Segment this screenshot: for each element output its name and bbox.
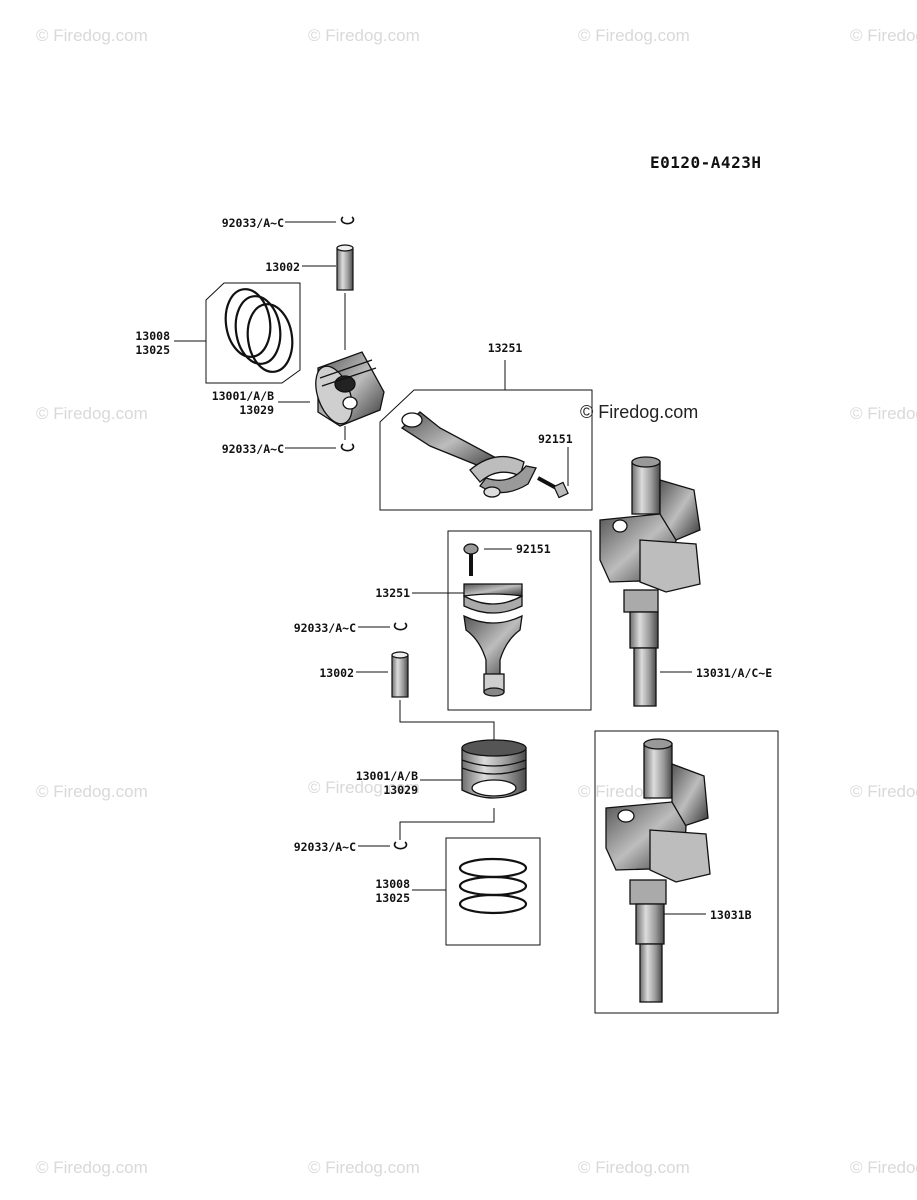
part-label-piston-rings: 13025 <box>375 891 410 905</box>
bolt-icon <box>537 476 569 499</box>
part-label-crankshaft: 13031B <box>710 908 752 922</box>
watermark: © Firedog.com <box>578 26 690 45</box>
part-label-piston: 13029 <box>383 783 418 797</box>
watermark: © Firedog.com <box>36 1158 148 1177</box>
piston-rings-icon <box>458 857 528 915</box>
watermark: © Firedog.com <box>308 26 420 45</box>
diagram-code: E0120-A423H <box>650 153 762 172</box>
part-label-piston-pin: 13002 <box>265 260 300 274</box>
crankshaft-icon <box>605 738 711 1003</box>
watermark: © Firedog.com <box>308 1158 420 1177</box>
watermark: © Firedog.com <box>850 26 917 45</box>
part-label-snap-ring: 92033/A~C <box>294 840 356 854</box>
watermark: © Firedog.com <box>36 26 148 45</box>
part-label-piston-rings: 13008 <box>375 877 410 891</box>
connecting-rod-icon <box>463 614 523 697</box>
connecting-rod-icon <box>400 411 537 498</box>
part-label-connecting-rod: 13251 <box>488 341 523 355</box>
piston-pin-icon <box>336 244 354 291</box>
snap-ring-icon <box>393 841 408 850</box>
watermark: © Firedog.com <box>850 1158 917 1177</box>
piston-pin-icon <box>391 651 409 698</box>
watermark: © Firedog.com <box>580 402 699 422</box>
snap-ring-icon <box>340 443 355 452</box>
part-label-bolt: 92151 <box>516 542 551 556</box>
piston-icon <box>461 739 527 799</box>
part-label-piston: 13001/A/B <box>212 389 274 403</box>
snap-ring-icon <box>393 622 408 631</box>
crankshaft-box <box>594 730 779 1014</box>
part-label-piston: 13029 <box>239 403 274 417</box>
part-label-piston: 13001/A/B <box>356 769 418 783</box>
part-label-connecting-rod: 13251 <box>375 586 410 600</box>
rings-box <box>445 837 541 946</box>
part-label-snap-ring: 92033/A~C <box>222 442 284 456</box>
part-label-crankshaft: 13031/A/C~E <box>696 666 772 680</box>
bolt-icon <box>463 543 479 576</box>
crankshaft-icon <box>599 456 701 707</box>
snap-ring-icon <box>340 216 355 225</box>
part-label-piston-rings: 13025 <box>135 343 170 357</box>
watermark: © Firedog.com <box>308 778 420 797</box>
rod-box <box>447 530 592 711</box>
part-label-snap-ring: 92033/A~C <box>294 621 356 635</box>
part-label-snap-ring: 92033/A~C <box>222 216 284 230</box>
watermark: © Firedog.com <box>850 782 917 801</box>
watermark: © Firedog.com <box>36 782 148 801</box>
rings-box <box>205 282 301 384</box>
part-label-bolt: 92151 <box>538 432 573 446</box>
part-label-piston-rings: 13008 <box>135 329 170 343</box>
watermark: © Firedog.com <box>578 1158 690 1177</box>
piston-icon <box>315 351 385 427</box>
watermark: © Firedog.com <box>36 404 148 423</box>
rod-box <box>379 389 593 511</box>
rod-cap-icon <box>463 583 523 614</box>
part-label-piston-pin: 13002 <box>319 666 354 680</box>
piston-rings-icon <box>224 288 294 373</box>
watermark: © Firedog.com <box>850 404 917 423</box>
